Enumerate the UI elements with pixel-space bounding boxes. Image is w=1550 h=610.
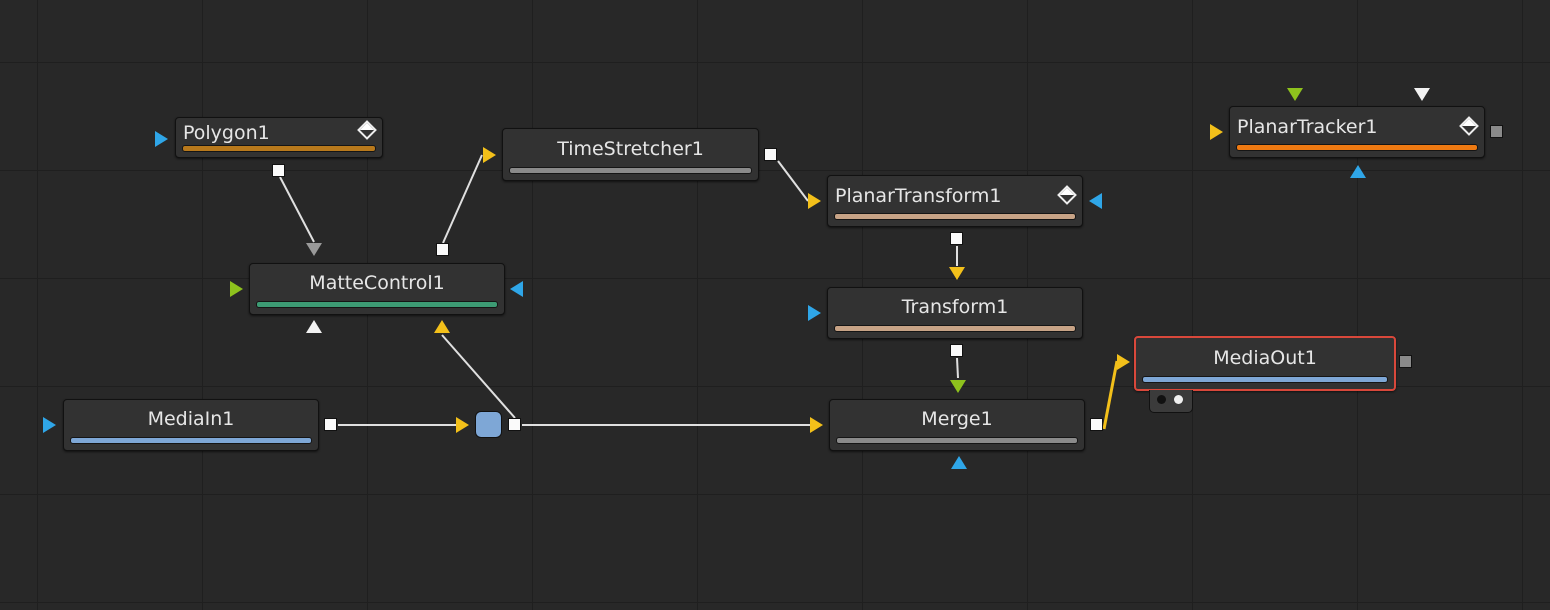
planartransform1-input-arrow-icon[interactable] xyxy=(808,193,821,209)
viewer-1-dot[interactable] xyxy=(1157,395,1166,404)
node-planartracker1[interactable]: PlanarTracker1 xyxy=(1229,106,1485,158)
wire-timestretcher-to-planartransform[interactable] xyxy=(777,160,809,202)
viewer-indicator-tab[interactable] xyxy=(1149,390,1193,413)
timestretcher1-input-arrow-icon[interactable] xyxy=(483,147,496,163)
node-title: PlanarTracker1 xyxy=(1237,116,1378,138)
transform1-effect-mask-arrow-icon[interactable] xyxy=(808,305,821,321)
node-title: PlanarTransform1 xyxy=(835,185,1002,207)
planartracker1-output-port[interactable] xyxy=(1490,125,1503,138)
planartracker1-occlusion-mask-arrow-icon[interactable] xyxy=(1287,88,1303,101)
node-polygon1[interactable]: Polygon1 xyxy=(175,117,383,158)
node-color-bar xyxy=(1142,376,1388,383)
mattecontrol1-effect-mask-arrow-icon[interactable] xyxy=(510,281,523,297)
mediaout1-input-arrow-icon[interactable] xyxy=(1117,354,1130,370)
node-mediaout1[interactable]: MediaOut1 xyxy=(1134,336,1396,391)
node-color-bar xyxy=(834,325,1076,332)
wire-transform-to-merge[interactable] xyxy=(956,357,959,379)
transform1-output-port[interactable] xyxy=(950,344,963,357)
node-title: MediaOut1 xyxy=(1213,347,1317,369)
mediaout1-output-port[interactable] xyxy=(1399,355,1412,368)
timestretcher1-output-port[interactable] xyxy=(764,148,777,161)
node-color-bar xyxy=(1236,144,1478,151)
node-color-bar xyxy=(182,145,376,152)
node-title: MatteControl1 xyxy=(309,272,445,294)
node-title: TimeStretcher1 xyxy=(557,138,704,160)
node-color-bar xyxy=(834,213,1076,220)
node-color-bar xyxy=(836,437,1078,444)
mattecontrol1-matte-input-arrow-icon[interactable] xyxy=(306,320,322,333)
wire-router-to-mattecontrol[interactable] xyxy=(441,334,516,419)
node-mediain1[interactable]: MediaIn1 xyxy=(63,399,319,451)
merge1-effect-mask-arrow-icon[interactable] xyxy=(951,456,967,469)
planartracker1-track-mask-arrow-icon[interactable] xyxy=(1414,88,1430,101)
merge1-output-port[interactable] xyxy=(1090,418,1103,431)
node-title: Transform1 xyxy=(901,296,1009,318)
planartransform1-effect-mask-arrow-icon[interactable] xyxy=(1089,193,1102,209)
planartracker1-effect-mask-arrow-icon[interactable] xyxy=(1350,165,1366,178)
node-title: Polygon1 xyxy=(183,122,270,144)
transform1-background-input-arrow-icon[interactable] xyxy=(949,267,965,280)
router-output-port[interactable] xyxy=(508,418,521,431)
merge1-foreground-input-arrow-icon[interactable] xyxy=(950,380,966,393)
mattecontrol1-garbage-matte-input-arrow-icon[interactable] xyxy=(306,243,322,256)
node-timestretcher1[interactable]: TimeStretcher1 xyxy=(502,128,759,181)
node-title: MediaIn1 xyxy=(147,408,235,430)
wire-merge-to-mediaout[interactable] xyxy=(1102,360,1119,430)
pipe-router[interactable] xyxy=(475,411,502,438)
node-title: Merge1 xyxy=(921,408,993,430)
mattecontrol1-foreground-input-arrow-icon[interactable] xyxy=(230,281,243,297)
node-color-bar xyxy=(70,437,312,444)
node-planartransform1[interactable]: PlanarTransform1 xyxy=(827,175,1083,227)
merge1-background-input-arrow-icon[interactable] xyxy=(810,417,823,433)
node-color-bar xyxy=(256,301,498,308)
mediain1-output-port[interactable] xyxy=(324,418,337,431)
node-merge1[interactable]: Merge1 xyxy=(829,399,1085,451)
node-color-bar xyxy=(509,167,752,174)
planartransform1-output-port[interactable] xyxy=(950,232,963,245)
mattecontrol1-background-input-arrow-icon[interactable] xyxy=(434,320,450,333)
router-input-arrow-icon[interactable] xyxy=(456,417,469,433)
polygon1-output-port[interactable] xyxy=(272,164,285,177)
polygon1-input-arrow-icon[interactable] xyxy=(155,131,168,147)
wire-polygon-to-mattecontrol[interactable] xyxy=(279,176,315,243)
node-transform1[interactable]: Transform1 xyxy=(827,287,1083,339)
node-mattecontrol1[interactable]: MatteControl1 xyxy=(249,263,505,315)
mattecontrol1-output-port[interactable] xyxy=(436,243,449,256)
viewer-2-dot[interactable] xyxy=(1174,395,1183,404)
wire-mattecontrol-to-timestretcher[interactable] xyxy=(442,154,483,244)
mediain1-input-arrow-icon[interactable] xyxy=(43,417,56,433)
planartracker1-input-arrow-icon[interactable] xyxy=(1210,124,1223,140)
